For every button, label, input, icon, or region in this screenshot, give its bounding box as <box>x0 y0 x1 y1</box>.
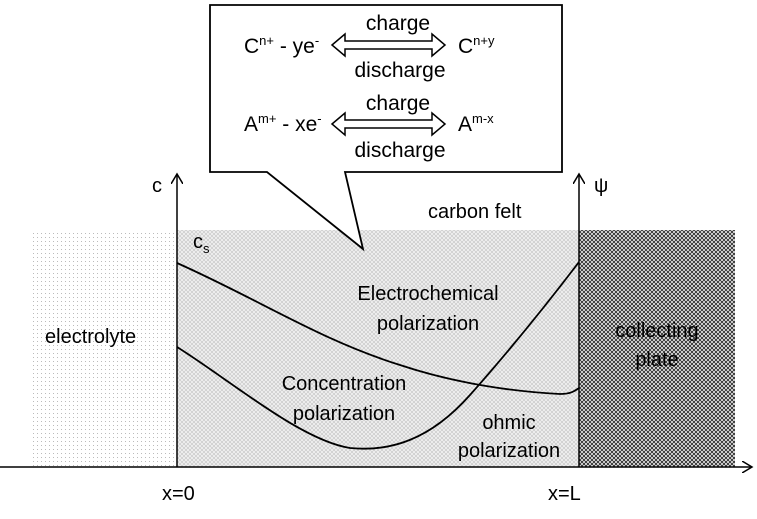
svg-text:discharge: discharge <box>354 139 445 162</box>
collecting-plate-label-2: plate <box>635 349 678 371</box>
svg-text:charge: charge <box>366 92 430 115</box>
svg-text:discharge: discharge <box>354 59 445 82</box>
electrolyte-region <box>30 230 177 467</box>
svg-text:Am+ - xe-: Am+ - xe- <box>244 111 322 136</box>
carbon-felt-region <box>177 230 579 467</box>
carbon-felt-label: carbon felt <box>428 201 522 223</box>
svg-text:Am-x: Am-x <box>458 111 494 136</box>
concentration-label: Concentration <box>282 373 407 395</box>
electrolyte-label: electrolyte <box>45 326 136 348</box>
reaction-1: Cn+ - ye- charge discharge Cn+y <box>244 12 495 82</box>
c-axis-label: c <box>152 175 162 197</box>
reaction-2: Am+ - xe- charge discharge Am-x <box>244 92 494 162</box>
svg-text:Cn+ - ye-: Cn+ - ye- <box>244 33 319 58</box>
cs-label: cs <box>193 231 210 256</box>
x0-label: x=0 <box>162 483 195 505</box>
ohmic-label: ohmic <box>482 412 535 434</box>
double-arrow-icon <box>330 32 447 58</box>
double-arrow-icon <box>330 111 447 137</box>
svg-text:Cn+y: Cn+y <box>458 33 495 58</box>
collecting-plate-label: collecting <box>615 320 698 342</box>
concentration-curve-lower <box>176 261 580 450</box>
collecting-plate-region <box>579 230 735 467</box>
psi-axis-label: ψ <box>594 175 608 197</box>
electrochemical-label-2: polarization <box>377 313 479 335</box>
xL-label: x=L <box>548 483 581 505</box>
electrochemical-label: Electrochemical <box>357 283 498 305</box>
svg-text:charge: charge <box>366 12 430 35</box>
ohmic-label-2: polarization <box>458 440 560 462</box>
concentration-curve-upper <box>176 262 580 395</box>
concentration-label-2: polarization <box>293 403 395 425</box>
